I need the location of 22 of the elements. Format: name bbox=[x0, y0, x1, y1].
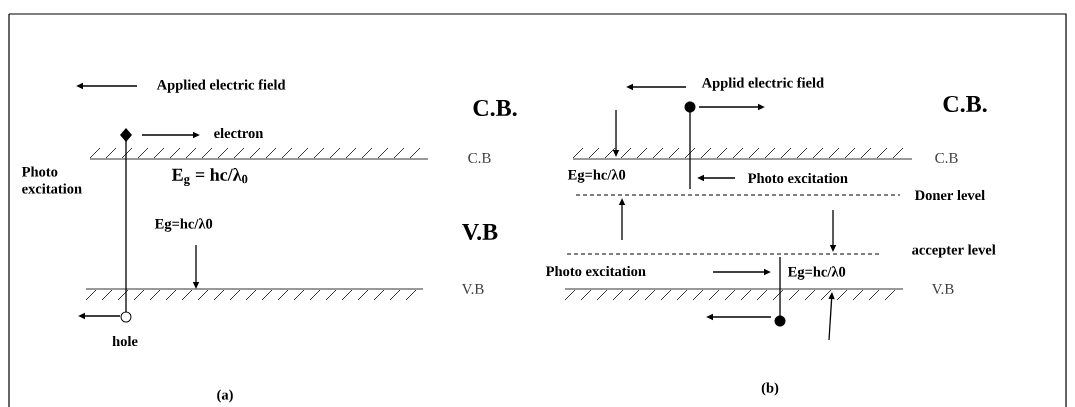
band-label: C.B. bbox=[473, 99, 517, 117]
panel-label: (b) bbox=[761, 382, 779, 396]
carrier-label: hole bbox=[112, 335, 138, 347]
field-label: Applid electric field bbox=[701, 77, 824, 91]
energy-gap-label: Eg=hc/λ0 bbox=[567, 169, 626, 183]
energy-gap-label: Eg=hc/λ0 bbox=[787, 266, 846, 280]
level-label: accepter level bbox=[912, 244, 996, 258]
band-label: C.B bbox=[468, 152, 491, 164]
band-label: V.B bbox=[461, 284, 484, 294]
band-label: V.B bbox=[931, 284, 954, 294]
band-label: C.B bbox=[935, 152, 958, 164]
energy-gap-label: E$_{g}$ = hc/λ$_{0}$ bbox=[171, 168, 248, 186]
band-label: V.B bbox=[462, 223, 498, 241]
band-label: C.B. bbox=[943, 95, 987, 113]
field-label: Applied electric field bbox=[156, 79, 286, 93]
energy-gap-label: Eg=hc/λ0 bbox=[154, 218, 213, 232]
carrier-label: electron bbox=[214, 127, 264, 139]
level-label: Doner level bbox=[914, 189, 985, 201]
excitation-label: Photo excitation bbox=[545, 265, 646, 277]
panel-label: (a) bbox=[217, 389, 233, 403]
excitation-label: Photo excitation bbox=[747, 172, 848, 184]
excitation-label: Photo excitation bbox=[21, 166, 82, 194]
